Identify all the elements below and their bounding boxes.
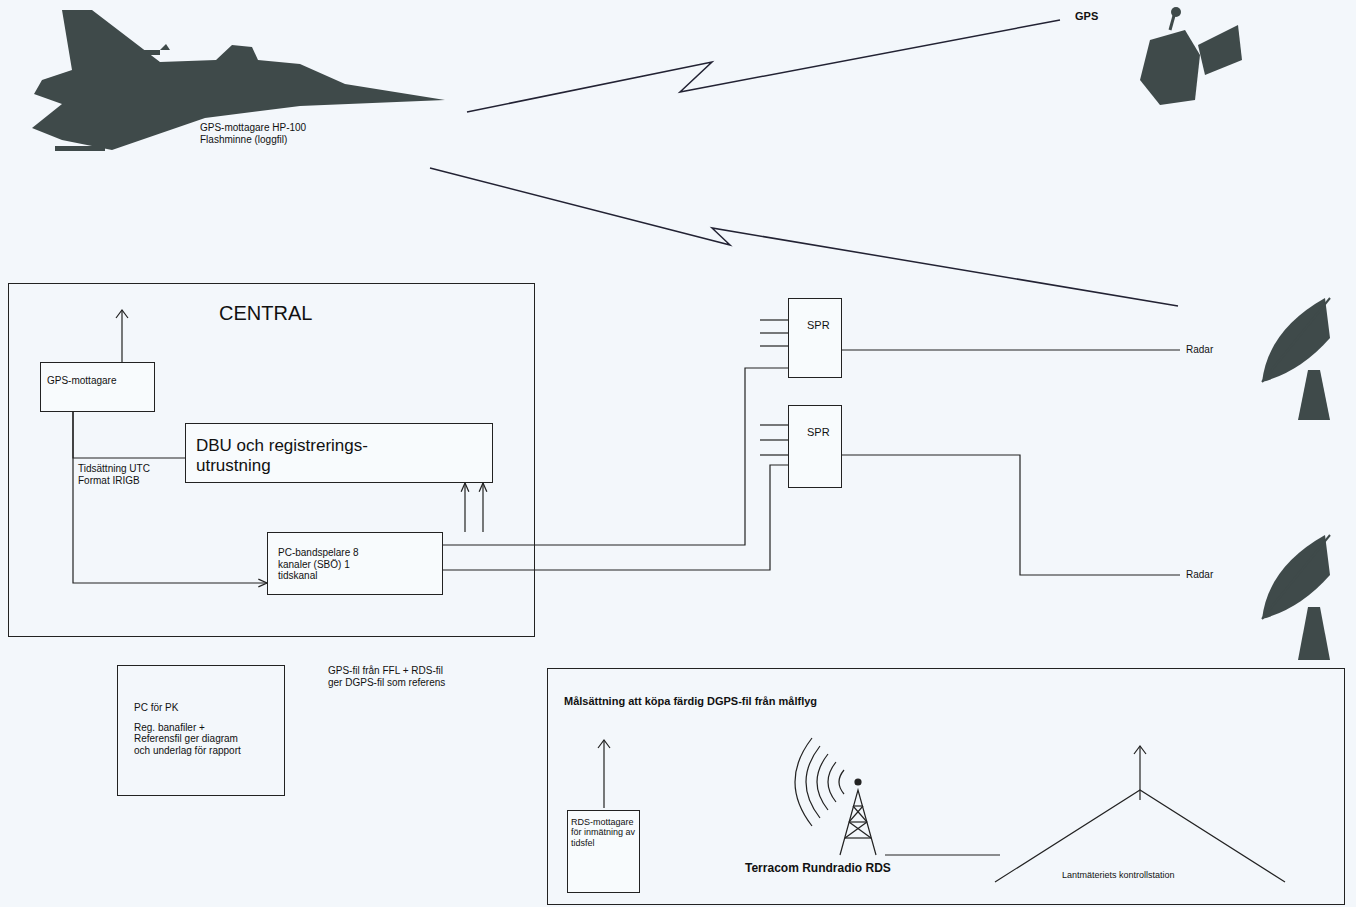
node-title: RDS-mottagare för inmätning av tidsfel bbox=[571, 817, 637, 848]
node-title: PC-bandspelare 8 kanaler (SBÖ) 1 tidskan… bbox=[278, 547, 388, 582]
connector bbox=[482, 483, 483, 532]
radar-dish bbox=[1262, 535, 1330, 660]
input-stub bbox=[760, 320, 788, 455]
annotation-label: GPS-fil från FFL + RDS-fil ger DGPS-fil … bbox=[328, 665, 453, 688]
antenna-arrow bbox=[116, 310, 1146, 808]
connector bbox=[443, 368, 788, 545]
node-title: DBU och registrerings- utrustning bbox=[196, 436, 426, 475]
annotation-label: Lantmäteriets kontrollstation bbox=[1062, 870, 1232, 880]
connector bbox=[443, 465, 788, 570]
recorder-box: DBU och registrerings- utrustning bbox=[185, 423, 493, 483]
radio-link bbox=[430, 20, 1178, 306]
analysis-pc-box: PC för PK Reg. banafiler + Referensfil ge… bbox=[117, 665, 285, 796]
node-title: SPR bbox=[807, 319, 837, 332]
spr-box: SPR bbox=[788, 405, 842, 488]
radar-dish bbox=[1262, 298, 1330, 420]
link-line bbox=[885, 854, 1000, 855]
rds-receiver-box: RDS-mottagare för inmätning av tidsfel bbox=[567, 810, 640, 893]
radio-tower bbox=[795, 738, 876, 855]
annotation-label: Terracom Rundradio RDS bbox=[745, 862, 905, 876]
annotation-label: Radar bbox=[1186, 344, 1246, 356]
node-title: Målsättning att köpa färdig DGPS-fil frå… bbox=[564, 695, 1338, 708]
connector bbox=[464, 483, 465, 532]
annotation-label: GPS-mottagare HP-100 Flashminne (loggfil… bbox=[200, 122, 330, 145]
connector bbox=[73, 412, 185, 458]
annotation-label: GPS bbox=[1075, 10, 1115, 23]
annotation-label: Tidsättning UTC Format IRIGB bbox=[78, 463, 178, 486]
node-title: SPR bbox=[807, 426, 837, 439]
node-title: PC för PK bbox=[134, 702, 278, 714]
radar-line bbox=[842, 350, 1180, 575]
receiver-box: GPS-mottagare bbox=[40, 362, 155, 412]
jet-aircraft bbox=[32, 10, 445, 151]
target-box: Målsättning att köpa färdig DGPS-fil frå… bbox=[547, 668, 1345, 905]
tape-recorder-box: PC-bandspelare 8 kanaler (SBÖ) 1 tidskan… bbox=[267, 532, 443, 595]
gps-satellite bbox=[1140, 7, 1242, 105]
central-box: CENTRAL GPS-mottagareDBU och registrering… bbox=[8, 283, 535, 637]
station-outline bbox=[995, 790, 1285, 882]
annotation-label: Radar bbox=[1186, 569, 1246, 581]
spr-box: SPR bbox=[788, 298, 842, 378]
node-title: CENTRAL bbox=[219, 302, 524, 325]
node-body: Reg. banafiler + Referensfil ger diagram… bbox=[134, 722, 244, 757]
node-title: GPS-mottagare bbox=[47, 375, 148, 387]
